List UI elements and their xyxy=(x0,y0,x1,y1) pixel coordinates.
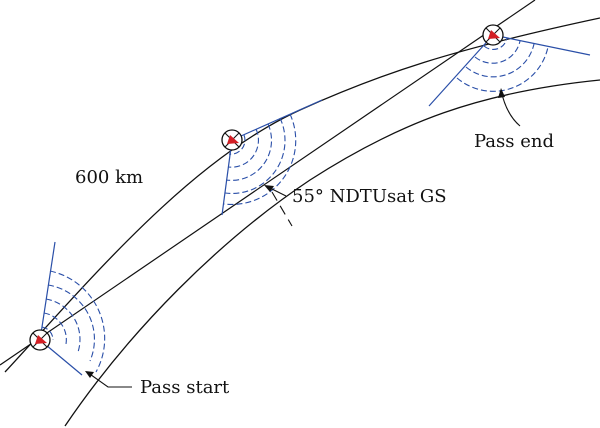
beam-edge xyxy=(428,34,494,107)
pass-start-beam xyxy=(39,241,106,376)
line-of-sight xyxy=(0,0,536,366)
pass-start-leader xyxy=(86,371,132,388)
arrowhead xyxy=(498,88,505,98)
earth-surface-curve xyxy=(64,79,600,427)
beam-arc xyxy=(474,40,521,64)
mid-pass-beam xyxy=(221,99,323,216)
arrowhead xyxy=(264,185,274,192)
satellite-icon xyxy=(29,329,51,351)
ground-station-label: 55° NDTUsat GS xyxy=(292,186,447,207)
ground-station-tick xyxy=(271,191,293,227)
beam-arc xyxy=(41,326,54,341)
orbit-altitude-label: 600 km xyxy=(75,167,143,188)
pass-start-label: Pass start xyxy=(140,377,230,398)
beam-arc xyxy=(465,43,535,78)
beam-edge xyxy=(492,34,591,56)
satellite-icon xyxy=(221,129,243,151)
pass-end-beam xyxy=(428,34,591,107)
beam-arc xyxy=(224,117,286,195)
beam-arc xyxy=(43,312,67,345)
beam-edge xyxy=(221,139,233,216)
satellite-icon xyxy=(482,24,504,46)
beam-arc xyxy=(49,270,106,373)
beam-edge xyxy=(39,241,56,341)
beam-arc xyxy=(223,113,297,206)
beam-arc xyxy=(483,37,508,50)
beam-arc xyxy=(47,284,95,362)
beam-arc xyxy=(227,128,259,168)
beam-arc xyxy=(456,46,549,92)
beam-arc xyxy=(225,123,273,181)
arrowhead xyxy=(85,371,94,378)
beam-arc xyxy=(228,134,246,155)
beam-edge xyxy=(231,99,323,141)
pass-end-label: Pass end xyxy=(474,131,554,152)
